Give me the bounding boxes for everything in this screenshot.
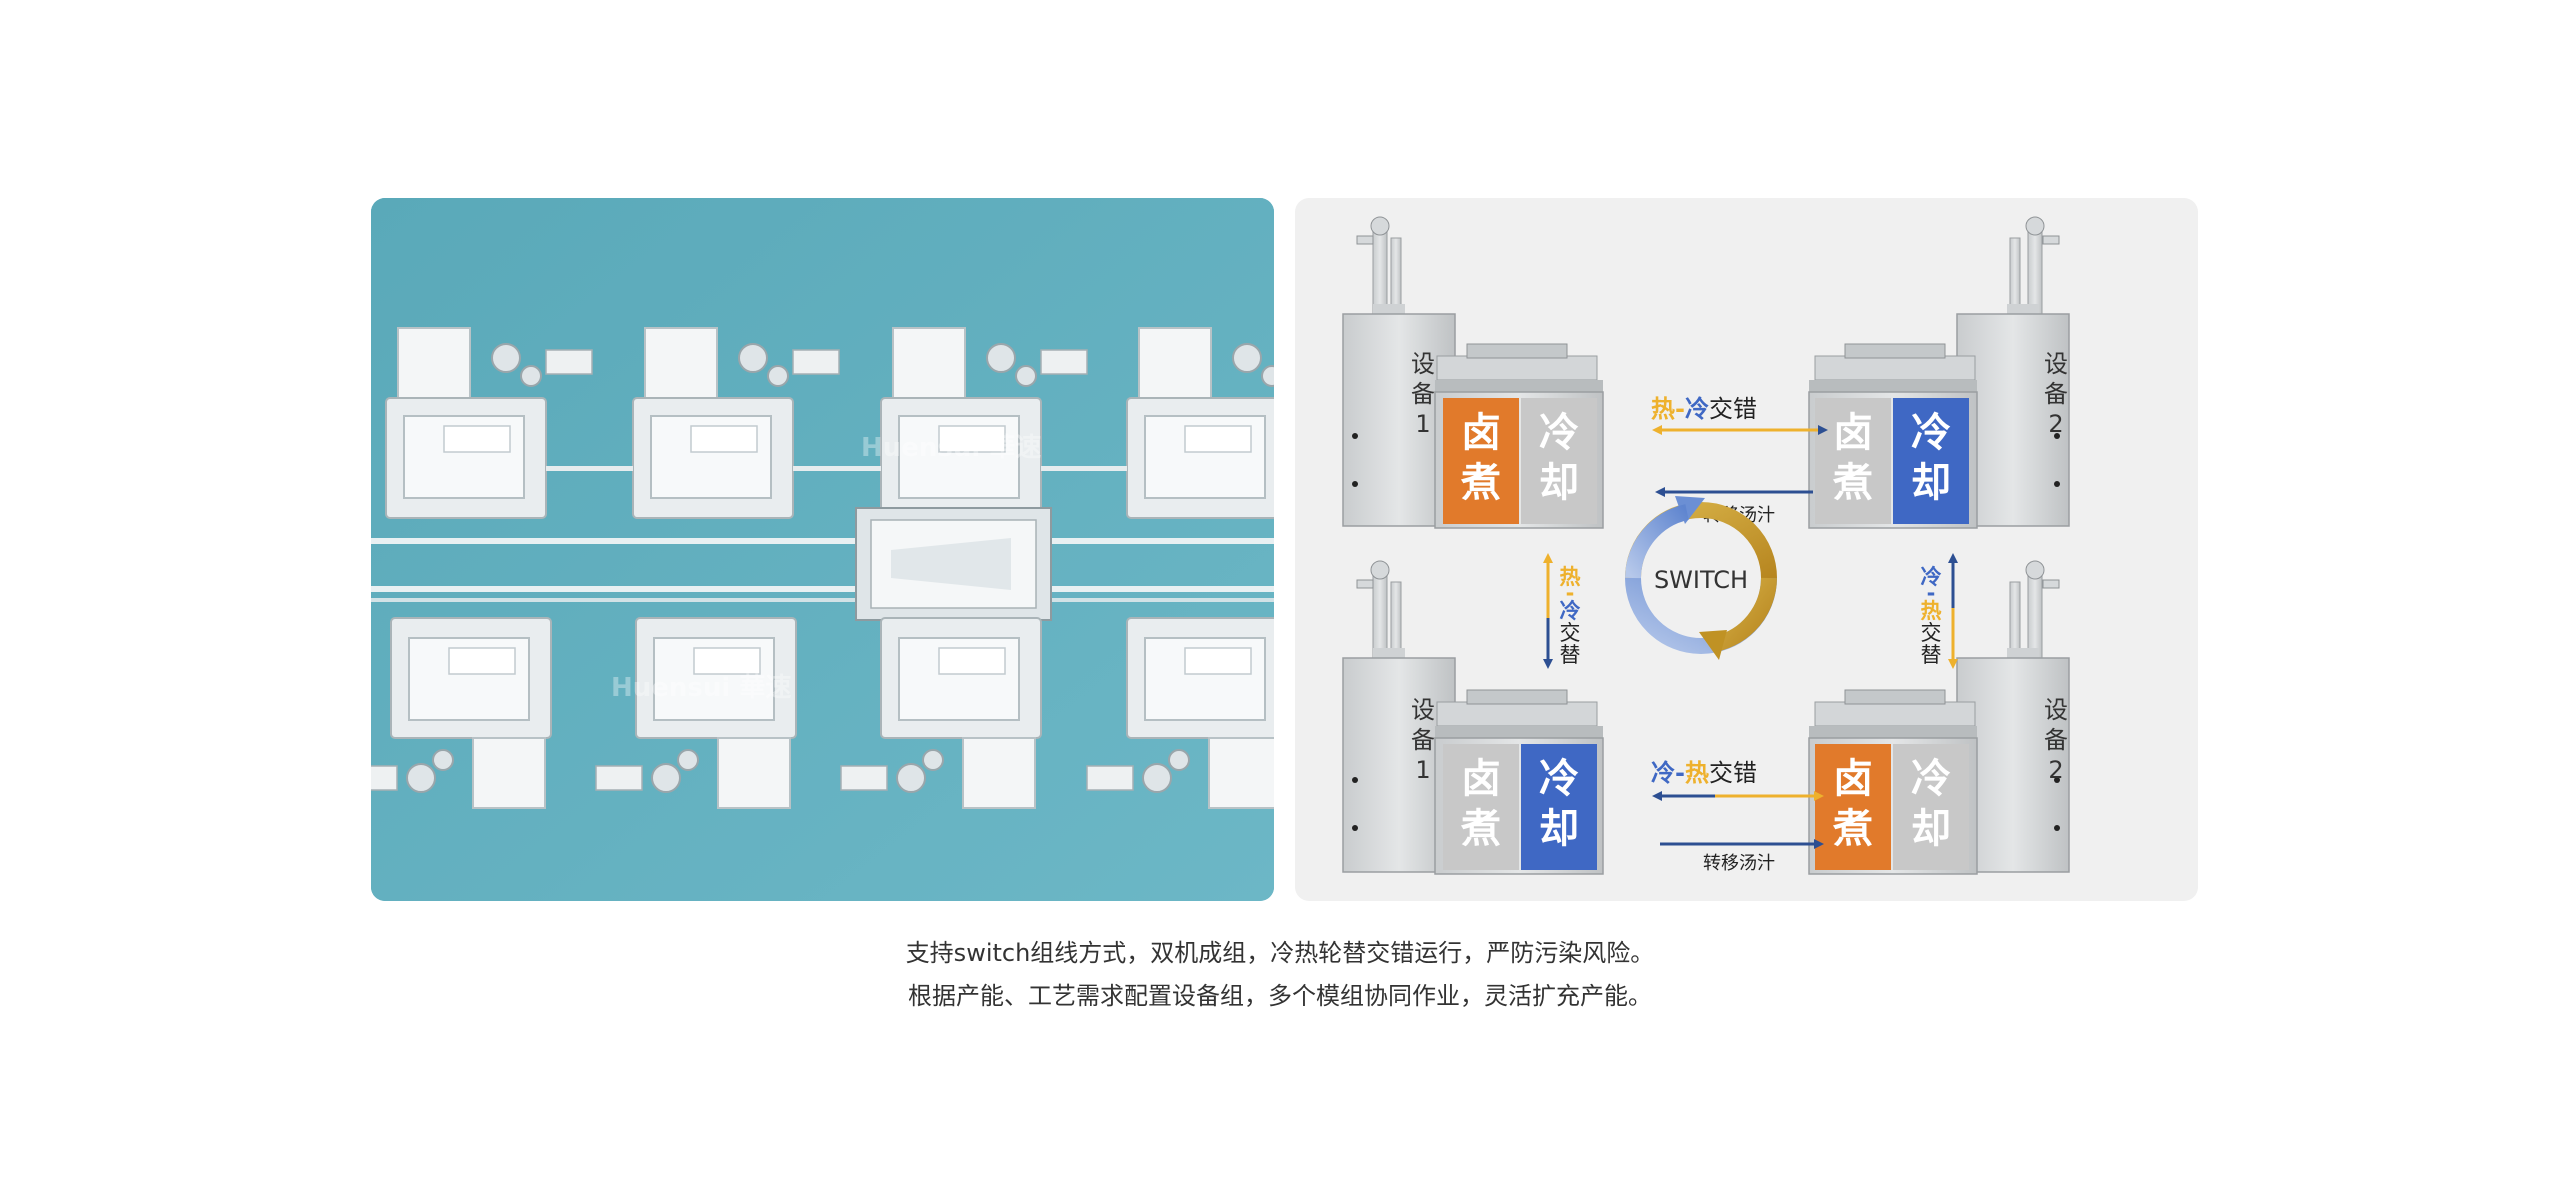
device-label-char: 1 xyxy=(1415,410,1430,438)
caption-line-2: 根据产能、工艺需求配置设备组，多个模组协同作业，灵活扩充产能。 xyxy=(908,982,1652,1010)
svg-text:冷: 冷 xyxy=(1921,565,1942,589)
device-1-bottom: 卤 煮 冷 却 设 备 1 xyxy=(1342,560,1604,875)
zhu-char: 煮 xyxy=(1460,806,1501,852)
production-line-illustration: Huensui 華速 Huensui 華速 xyxy=(371,198,1274,901)
svg-text:热: 热 xyxy=(1921,599,1942,623)
device-label-char: 1 xyxy=(1415,756,1430,784)
lu-char: 卤 xyxy=(1833,410,1873,456)
svg-text:交: 交 xyxy=(1921,621,1942,645)
que-char: 却 xyxy=(1539,806,1579,852)
que-char: 却 xyxy=(1539,460,1579,506)
lu-char: 卤 xyxy=(1461,410,1501,456)
leng-char: 冷 xyxy=(1911,410,1951,456)
caption: 支持switch组线方式，双机成组，冷热轮替交错运行，严防污染风险。 根据产能、… xyxy=(0,932,2560,1018)
device-label-char: 备 xyxy=(1411,380,1435,408)
watermark: Huensui 華速 xyxy=(861,433,1041,463)
svg-text:-: - xyxy=(1566,581,1575,605)
switch-diagram: 卤 煮 冷 却 设 备 1 卤 煮 冷 xyxy=(1342,216,2070,875)
svg-text:交: 交 xyxy=(1560,621,1581,645)
device-label-char: 设 xyxy=(1411,696,1435,724)
watermark: Huensui 華速 xyxy=(611,673,791,703)
device-label-char: 2 xyxy=(2048,756,2063,784)
production-line-render: Huensui 華速 Huensui 華速 xyxy=(371,198,1274,901)
device-2-bottom: 卤 煮 冷 却 设 备 2 xyxy=(1808,560,2070,875)
svg-text:替: 替 xyxy=(1560,643,1581,667)
lu-char: 卤 xyxy=(1833,756,1873,802)
zhu-char: 煮 xyxy=(1832,460,1873,506)
switch-label: SWITCH xyxy=(1654,566,1748,594)
leng-char: 冷 xyxy=(1539,756,1579,802)
svg-text:替: 替 xyxy=(1921,643,1942,667)
device-label-char: 设 xyxy=(2044,696,2068,724)
zhu-char: 煮 xyxy=(1832,806,1873,852)
que-char: 却 xyxy=(1911,460,1951,506)
svg-text:热: 热 xyxy=(1560,565,1581,589)
switch-diagram-panel: 卤 煮 冷 却 设 备 1 卤 煮 冷 xyxy=(1295,198,2198,901)
zhu-char: 煮 xyxy=(1460,460,1501,506)
svg-text:冷: 冷 xyxy=(1560,599,1581,623)
device-label-char: 备 xyxy=(2044,380,2068,408)
lu-char: 卤 xyxy=(1461,756,1501,802)
top-alternate-label: 热-冷交错 xyxy=(1651,395,1757,423)
bottom-transfer-label: 转移汤汁 xyxy=(1703,853,1775,874)
device-1-top: 卤 煮 冷 却 设 备 1 xyxy=(1342,216,1604,529)
bottom-alternate-label: 冷-热交错 xyxy=(1651,759,1757,787)
device-label-char: 2 xyxy=(2048,410,2063,438)
device-label-char: 设 xyxy=(1411,350,1435,378)
switch-cycle-icon: SWITCH xyxy=(1625,496,1777,660)
device-label-char: 备 xyxy=(1411,726,1435,754)
device-label-char: 备 xyxy=(2044,726,2068,754)
leng-char: 冷 xyxy=(1911,756,1951,802)
device-2-top: 卤 煮 冷 却 设 备 2 xyxy=(1808,216,2070,529)
leng-char: 冷 xyxy=(1539,410,1579,456)
device-label-char: 设 xyxy=(2044,350,2068,378)
svg-text:-: - xyxy=(1927,581,1936,605)
caption-line-1: 支持switch组线方式，双机成组，冷热轮替交错运行，严防污染风险。 xyxy=(905,939,1655,967)
que-char: 却 xyxy=(1911,806,1951,852)
